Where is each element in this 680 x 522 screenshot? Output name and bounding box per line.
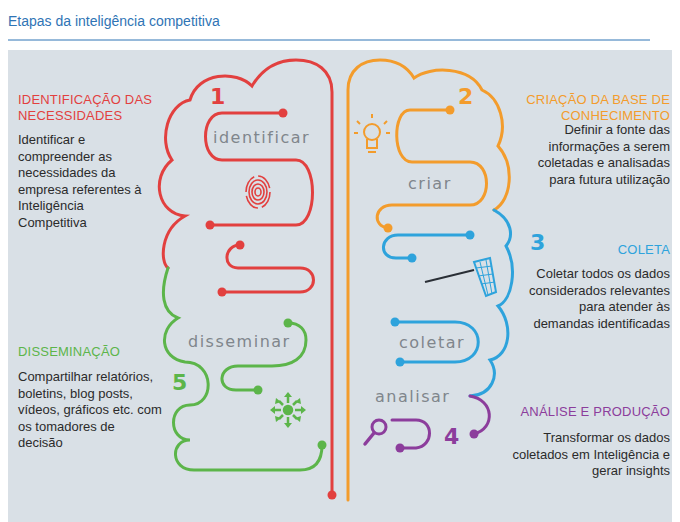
title-rule <box>8 40 650 41</box>
dot <box>446 106 455 115</box>
stage-heading: ANÁLISE E PRODUÇÃO <box>500 404 670 420</box>
stage-heading: DISSEMINAÇÃO <box>18 344 168 360</box>
stage-word: analisar <box>372 386 453 408</box>
green-line <box>163 268 322 470</box>
red-line <box>222 245 314 292</box>
purple-line <box>392 420 430 448</box>
step-number: 5 <box>172 372 187 394</box>
dot <box>318 441 327 450</box>
stage-heading: COLETA <box>550 242 670 258</box>
net-icon <box>425 258 496 296</box>
line-end-dots <box>206 106 479 500</box>
stage-heading: CRIAÇÃO DA BASE DE CONHECIMENTO <box>500 92 670 124</box>
purple-line <box>470 396 489 434</box>
stage-description: Definir a fonte das informações a serem … <box>520 122 670 188</box>
panel <box>8 50 672 522</box>
dot <box>236 241 245 250</box>
stage-description: Coletar todos os dados considerados rele… <box>520 266 670 332</box>
stage-description: Identificar e compreender as necessidade… <box>18 132 153 231</box>
red-line <box>206 113 313 225</box>
share-arrows-icon <box>270 392 306 428</box>
stage-description: Transformar os dados coletados em Inteli… <box>490 430 670 480</box>
stage-heading: IDENTIFICAÇÃO DAS NECESSIDADES <box>18 92 183 124</box>
dot <box>466 231 475 240</box>
lightbulb-icon <box>354 114 390 152</box>
step-number: 4 <box>444 426 459 448</box>
blue-line <box>470 210 512 396</box>
dot <box>206 221 215 230</box>
red-line <box>159 60 332 495</box>
dot <box>391 318 400 327</box>
dot <box>254 386 263 395</box>
stage-word: coletar <box>396 332 468 354</box>
dot <box>396 358 405 367</box>
stage-word: criar <box>405 173 455 195</box>
dot <box>470 430 479 439</box>
blue-line <box>395 322 478 362</box>
fingerprint-icon <box>246 176 270 208</box>
dot <box>396 444 405 453</box>
stage-description: Compartilhar relatórios, boletins, blog … <box>18 369 163 452</box>
step-number: 2 <box>458 86 473 108</box>
dot <box>384 224 393 233</box>
stage-word: identificar <box>210 127 313 149</box>
dot <box>218 288 227 297</box>
dot <box>284 319 293 328</box>
orange-line <box>377 110 486 228</box>
dot <box>279 109 288 118</box>
dot <box>408 254 417 263</box>
dot <box>328 491 337 500</box>
magnifier-icon <box>365 420 386 444</box>
stage-word: disseminar <box>185 331 294 353</box>
step-number: 1 <box>210 86 225 108</box>
step-number: 3 <box>530 232 545 254</box>
diagram-title: Etapas da inteligência competitiva <box>8 12 220 30</box>
blue-line <box>383 235 470 258</box>
orange-line <box>348 60 509 500</box>
